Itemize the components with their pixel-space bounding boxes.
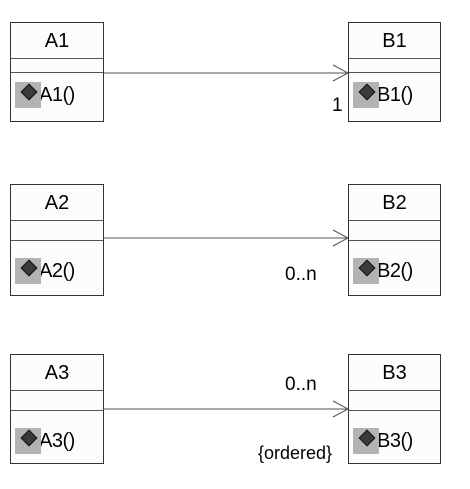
operation-icon <box>353 428 379 454</box>
attribute-compartment <box>349 391 440 411</box>
operation-icon <box>353 258 379 284</box>
constraint-label-3: {ordered} <box>258 443 333 463</box>
operation-icon <box>15 258 41 284</box>
association-3 <box>104 400 350 418</box>
class-name: B2 <box>349 185 440 221</box>
multiplicity-label-1: 1 <box>332 95 343 116</box>
attribute-compartment <box>11 391 103 411</box>
attribute-compartment <box>349 59 440 73</box>
class-name: B1 <box>349 23 440 59</box>
class-name: A3 <box>11 355 103 391</box>
operation-label: B1() <box>377 83 413 106</box>
operation-label: B2() <box>377 259 413 282</box>
operation-row: B2() <box>353 257 413 285</box>
class-box-a3[interactable]: A3 A3() <box>10 354 104 464</box>
multiplicity-label-3: 0..n <box>285 374 317 395</box>
operation-label: B3() <box>377 429 413 452</box>
association-1 <box>104 64 350 82</box>
class-box-b2[interactable]: B2 B2() <box>348 184 441 296</box>
operation-label: A3() <box>39 429 75 452</box>
operation-row: A2() <box>15 257 75 285</box>
class-box-b1[interactable]: B1 B1() <box>348 22 441 122</box>
operation-icon <box>15 428 41 454</box>
class-name: A2 <box>11 185 103 221</box>
multiplicity-label-2: 0..n <box>285 264 317 285</box>
class-box-b3[interactable]: B3 B3() <box>348 354 441 464</box>
operation-row: B3() <box>353 427 413 455</box>
attribute-compartment <box>11 221 103 241</box>
operation-icon <box>353 82 379 108</box>
class-box-a1[interactable]: A1 A1() <box>10 22 104 122</box>
operation-label: A1() <box>39 83 75 106</box>
association-2 <box>104 229 350 247</box>
operation-label: A2() <box>39 259 75 282</box>
operation-row: A3() <box>15 427 75 455</box>
operation-row: B1() <box>353 81 413 109</box>
class-box-a2[interactable]: A2 A2() <box>10 184 104 296</box>
attribute-compartment <box>11 59 103 73</box>
operation-icon <box>15 82 41 108</box>
class-name: A1 <box>11 23 103 59</box>
class-name: B3 <box>349 355 440 391</box>
operation-row: A1() <box>15 81 75 109</box>
attribute-compartment <box>349 221 440 241</box>
